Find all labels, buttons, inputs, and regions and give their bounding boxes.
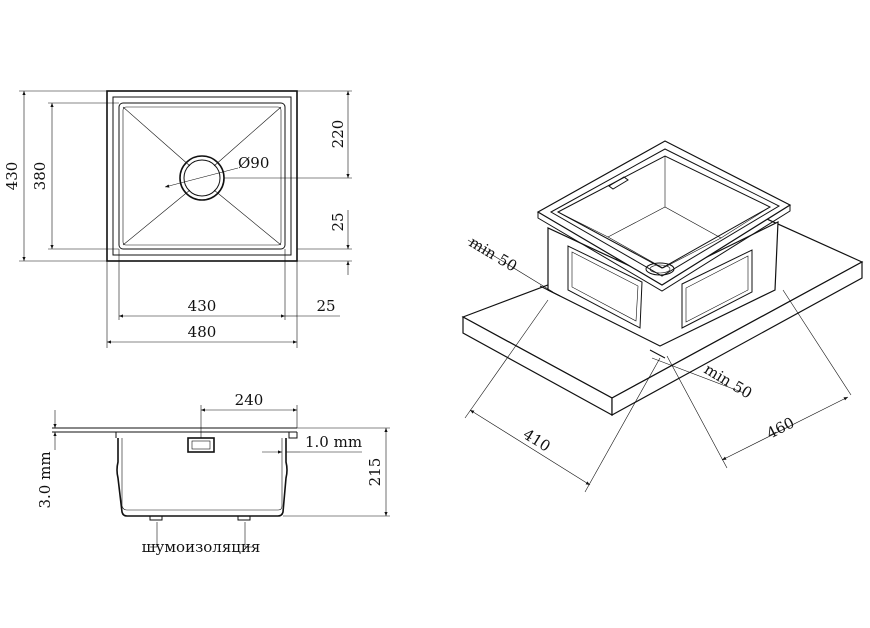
drain-inner <box>183 159 221 197</box>
isometric-view: min 50 min 50 410 460 <box>461 140 864 493</box>
sink-bowl <box>118 102 286 250</box>
iso-overflow-slot <box>608 176 629 190</box>
cutout-width-label: 460 <box>764 414 798 443</box>
iso-rim-inner <box>549 148 781 277</box>
insulation-pad-left <box>149 515 163 521</box>
top-view: Ø90 430 380 220 25 430 25 480 <box>3 90 352 348</box>
countertop-side-face <box>611 260 863 417</box>
sink-outer-rim <box>106 90 298 262</box>
overall-width-label: 480 <box>188 323 217 341</box>
depth-label: 215 <box>366 458 384 487</box>
sink-rim-inner-edge <box>112 96 292 256</box>
overflow-distance-label: 240 <box>235 391 264 409</box>
sink-bowl-floor <box>122 106 282 246</box>
side-view: шумоизоляция 240 1.0 mm 3.0 mm 215 <box>36 391 390 556</box>
drain-diameter-label: Ø90 <box>238 154 269 172</box>
drain-outer <box>179 155 225 201</box>
clearance-right-label: min 50 <box>701 360 755 402</box>
inner-width-label: 430 <box>188 297 217 315</box>
inner-height-label: 380 <box>31 162 49 191</box>
insulation-label: шумоизоляция <box>142 538 261 556</box>
bowl-profile <box>116 438 288 517</box>
clearance-left-label: min 50 <box>466 233 520 275</box>
bottom-margin-label: 25 <box>329 212 347 231</box>
cutout-depth-label: 410 <box>520 425 554 455</box>
flange-thickness-label: 3.0 mm <box>36 451 54 508</box>
wall-thickness-label: 1.0 mm <box>305 433 362 451</box>
drain-offset-label: 220 <box>329 120 347 149</box>
insulation-pad-right <box>237 515 251 521</box>
overall-height-label: 430 <box>3 162 21 191</box>
iso-drain <box>645 262 675 276</box>
side-margin-label: 25 <box>316 297 335 315</box>
